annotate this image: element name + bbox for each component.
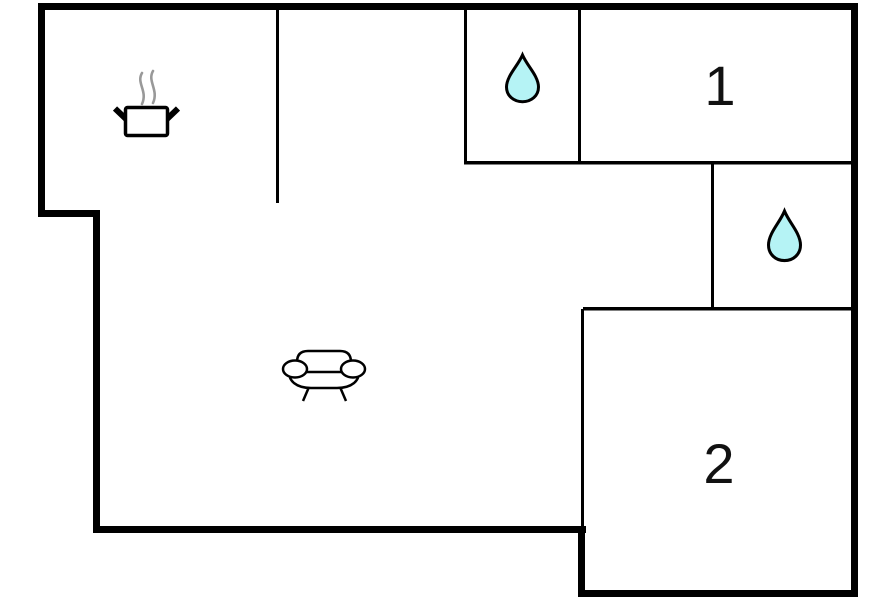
water-drop-shape	[504, 51, 541, 104]
interior-walls	[276, 10, 854, 528]
water-drop-icon	[504, 51, 541, 104]
wall-room2-bottom	[578, 590, 858, 597]
wall-left-lower	[93, 210, 100, 533]
wall-bath1-left	[464, 10, 467, 164]
wall-bath2-divider	[711, 163, 714, 309]
wall-room2-top	[583, 307, 854, 311]
wall-right	[851, 3, 858, 597]
wall-room2-left-lower	[578, 526, 585, 597]
sofa-armrest-left	[281, 359, 309, 379]
wall-step	[38, 210, 100, 217]
sofa-armrest-right	[339, 359, 367, 379]
wall-horizontal-mid	[464, 161, 854, 165]
room-1-label: 1	[704, 54, 735, 117]
wall-top	[38, 3, 858, 10]
wall-bath1-right	[578, 10, 581, 164]
steam-line-icon	[139, 71, 145, 106]
steam-line-icon	[150, 69, 156, 105]
outer-walls	[38, 3, 858, 597]
sofa-leg-right	[338, 386, 348, 402]
water-drop-icon	[766, 207, 803, 263]
wall-bottom-main	[93, 526, 586, 533]
water-drop-shape	[766, 207, 803, 263]
wall-kitchen-divider	[276, 10, 279, 203]
wall-left-upper	[38, 3, 45, 217]
sofa-seat-base	[288, 369, 360, 390]
sofa-leg-left	[301, 386, 311, 402]
cooking-pot-icon	[112, 69, 181, 138]
wall-room2-left-upper	[581, 309, 584, 528]
pot-body	[123, 105, 170, 138]
sofa-back	[295, 349, 353, 372]
sofa-icon	[281, 349, 367, 402]
room-2-label: 2	[703, 432, 734, 495]
